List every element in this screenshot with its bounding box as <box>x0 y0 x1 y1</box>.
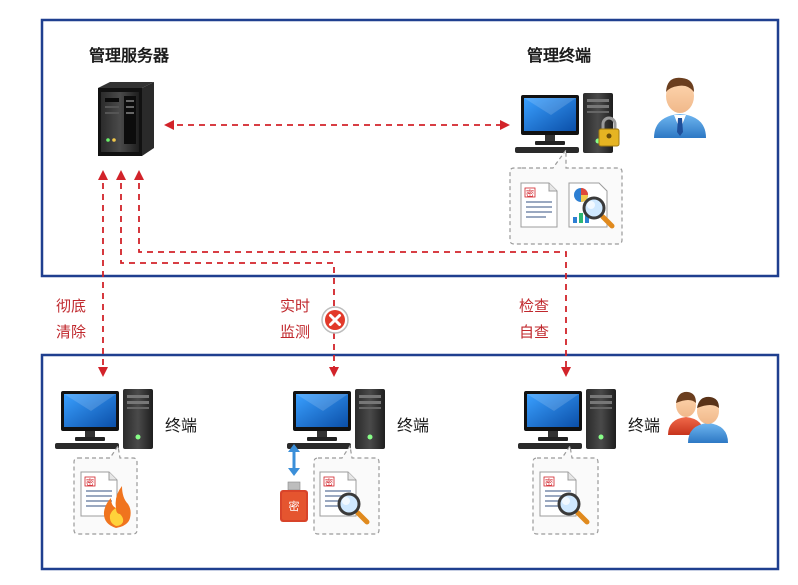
bottom-panel-frame <box>40 353 780 571</box>
svg-text:密: 密 <box>325 477 333 487</box>
server-icon <box>98 82 154 156</box>
wipe-label-line-2: 清除 <box>56 324 87 341</box>
fire-icon <box>103 486 131 528</box>
check-link-arrow <box>134 170 571 377</box>
admin-computer-icon <box>515 93 613 153</box>
server-label: 管理服务器 <box>89 48 170 65</box>
report-search-icon <box>568 182 612 227</box>
svg-text:密: 密 <box>86 477 94 487</box>
encrypted-usb-icon: 密 <box>280 481 308 522</box>
usb-transfer-arrow <box>288 444 300 476</box>
terminal-label-1: 终端 <box>165 418 198 435</box>
monitor-label-line-2: 监测 <box>280 324 311 341</box>
check-label-line-1: 检查 <box>519 298 550 315</box>
users-group-icon <box>668 391 728 443</box>
terminal-label-2: 终端 <box>397 418 430 435</box>
terminal-computer-icon-1 <box>55 389 153 449</box>
admin-user-icon <box>654 77 706 138</box>
monitor-link-label: 实时 监测 <box>280 294 310 346</box>
wipe-label-line-1: 彻底 <box>56 298 87 315</box>
check-link-label: 检查 自查 <box>519 294 549 346</box>
monitored-document-icon: 密 <box>319 471 367 522</box>
checked-document-icon: 密 <box>539 471 587 522</box>
monitor-label-line-1: 实时 <box>280 298 311 315</box>
terminal-computer-icon-2 <box>287 389 385 449</box>
svg-text:密: 密 <box>545 477 553 487</box>
terminal-label-3: 终端 <box>628 418 661 435</box>
lock-icon <box>598 116 620 147</box>
secret-document-icon: 密 <box>520 182 558 228</box>
terminal-computer-icon-3 <box>518 389 616 449</box>
admin-terminal-label: 管理终端 <box>527 48 592 65</box>
monitor-link-arrow <box>116 170 339 377</box>
svg-text:密: 密 <box>526 188 534 198</box>
svg-text:密: 密 <box>289 499 300 513</box>
blocked-icon <box>321 306 349 334</box>
check-label-line-2: 自查 <box>519 324 550 341</box>
wipe-link-label: 彻底 清除 <box>56 294 86 346</box>
wiped-document-icon: 密 <box>80 471 118 517</box>
